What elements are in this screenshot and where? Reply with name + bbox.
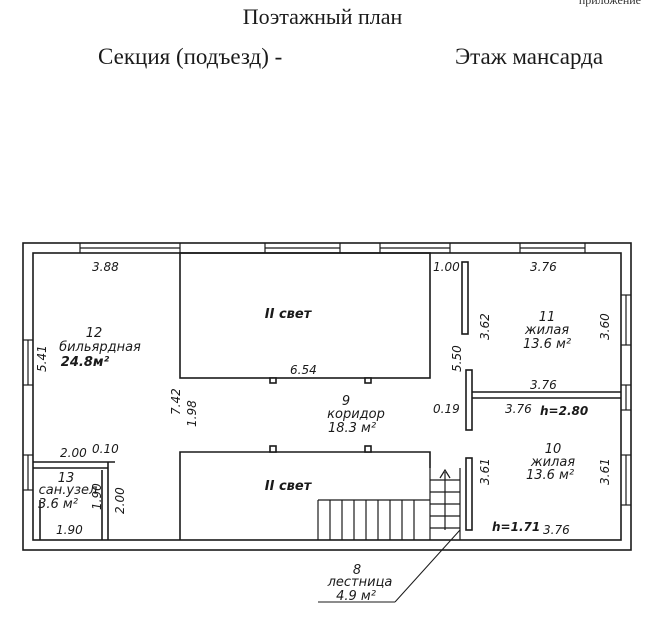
dim-wc-gap: 0.10	[92, 442, 119, 456]
room-11-number: 11	[539, 310, 556, 325]
dim-bottom-left: 1.90	[56, 523, 83, 537]
room-10-number: 10	[545, 442, 562, 457]
void-upper	[179, 252, 431, 379]
corner-note: приложение	[578, 0, 641, 7]
partition-1	[461, 261, 469, 335]
room-13-name: сан.узел	[39, 483, 98, 498]
room-12-number: 12	[86, 326, 103, 341]
partition-3	[465, 457, 473, 531]
dim-room11-width: 3.76	[530, 378, 557, 392]
room-8-area: 4.9 м²	[336, 589, 376, 604]
dim-bottom-h: h=1.71	[492, 520, 540, 534]
dim-void-width: 6.54	[290, 363, 317, 377]
dim-bottom-right: 3.76	[543, 523, 570, 537]
dim-top-left: 3.88	[92, 260, 119, 274]
void-upper-label: II свет	[265, 307, 313, 322]
dim-corridor-height: 7.42	[169, 388, 183, 415]
room-10-name: жилая	[530, 455, 575, 470]
outer-wall	[22, 242, 632, 551]
stairs	[317, 468, 461, 540]
room-10-area: 13.6 м²	[526, 468, 574, 483]
room-12-name: бильярдная	[59, 340, 141, 355]
void-lower-label: II свет	[265, 479, 313, 494]
void-lower	[179, 451, 431, 540]
room-9-number: 9	[342, 394, 350, 409]
dim-wall-gap: 0.19	[433, 402, 460, 416]
dim-top-right: 3.76	[530, 260, 557, 274]
room-13-area: 3.6 м²	[38, 497, 78, 512]
dim-room11-height: 3.60	[598, 313, 612, 340]
dim-wc-inner: 1.90	[90, 483, 104, 510]
room-9-area: 18.3 м²	[328, 421, 376, 436]
section-label: Секция (подъезд) -	[98, 44, 283, 69]
dim-stair-partition: 3.61	[478, 458, 492, 485]
dim-wc-height: 2.00	[113, 487, 127, 514]
room-9-name: коридор	[327, 407, 385, 422]
dim-ceiling-h: h=2.80	[540, 404, 588, 418]
dim-partition-2: 5.50	[450, 345, 464, 372]
dim-partition-1: 3.62	[478, 313, 492, 340]
room-13-number: 13	[58, 471, 75, 486]
page-title: Поэтажный план	[242, 4, 403, 29]
partition-2	[465, 369, 473, 431]
dim-top-mid: 1.00	[433, 260, 460, 274]
window-marks	[23, 243, 631, 506]
room-11-name: жилая	[524, 323, 569, 338]
floor-label: Этаж мансарда	[455, 44, 604, 69]
room-8-number: 8	[353, 563, 361, 578]
dim-left-height: 5.41	[35, 345, 49, 372]
dim-wc-width: 2.00	[60, 446, 87, 460]
dim-room10-width: 3.76	[505, 402, 532, 416]
room-8-name: лестница	[327, 575, 393, 590]
dim-room10-height: 3.61	[598, 458, 612, 485]
dim-corridor-width: 1.98	[185, 400, 199, 427]
room-12-area: 24.8м²	[61, 355, 110, 370]
room-11-area: 13.6 м²	[523, 337, 571, 352]
